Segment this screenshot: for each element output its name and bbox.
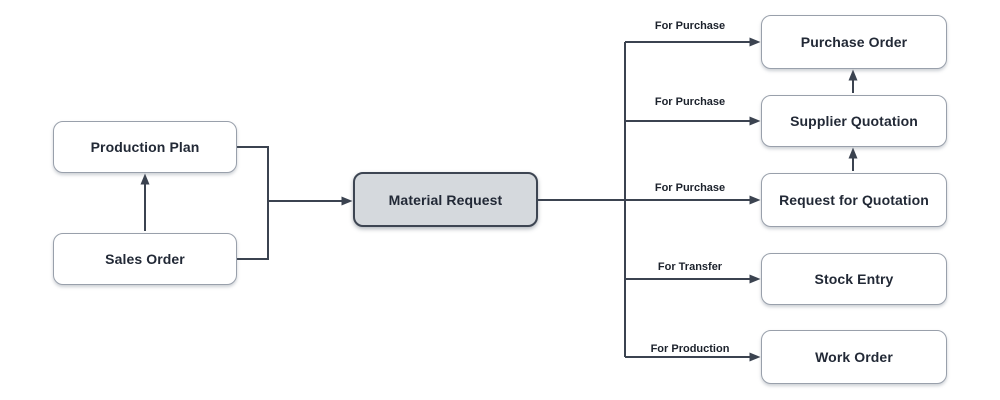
edge-label-for-request-for-quotation: For Purchase xyxy=(652,182,728,195)
node-material-request-label: Material Request xyxy=(388,191,503,208)
node-purchase-order: Purchase Order xyxy=(761,15,947,69)
edge-label-for-purchase-order: For Purchase xyxy=(652,20,728,33)
edge-label-for-work-order: For Production xyxy=(648,343,732,356)
node-sales-order-label: Sales Order xyxy=(105,251,185,267)
edge-label-for-stock-entry: For Transfer xyxy=(655,261,725,274)
node-request-for-quotation: Request for Quotation xyxy=(761,173,947,227)
node-supplier-quotation-label: Supplier Quotation xyxy=(790,113,918,129)
node-production-plan: Production Plan xyxy=(53,121,237,173)
node-stock-entry: Stock Entry xyxy=(761,253,947,305)
node-material-request: Material Request xyxy=(353,172,538,227)
node-work-order-label: Work Order xyxy=(815,349,893,365)
edge-label-for-supplier-quotation: For Purchase xyxy=(652,96,728,109)
node-request-for-quotation-label: Request for Quotation xyxy=(779,192,929,208)
node-stock-entry-label: Stock Entry xyxy=(814,271,894,287)
node-supplier-quotation: Supplier Quotation xyxy=(761,95,947,147)
node-purchase-order-label: Purchase Order xyxy=(800,34,908,50)
node-sales-order: Sales Order xyxy=(53,233,237,285)
edge-left-bracket xyxy=(237,146,269,260)
node-work-order: Work Order xyxy=(761,330,947,384)
node-production-plan-label: Production Plan xyxy=(90,139,200,155)
